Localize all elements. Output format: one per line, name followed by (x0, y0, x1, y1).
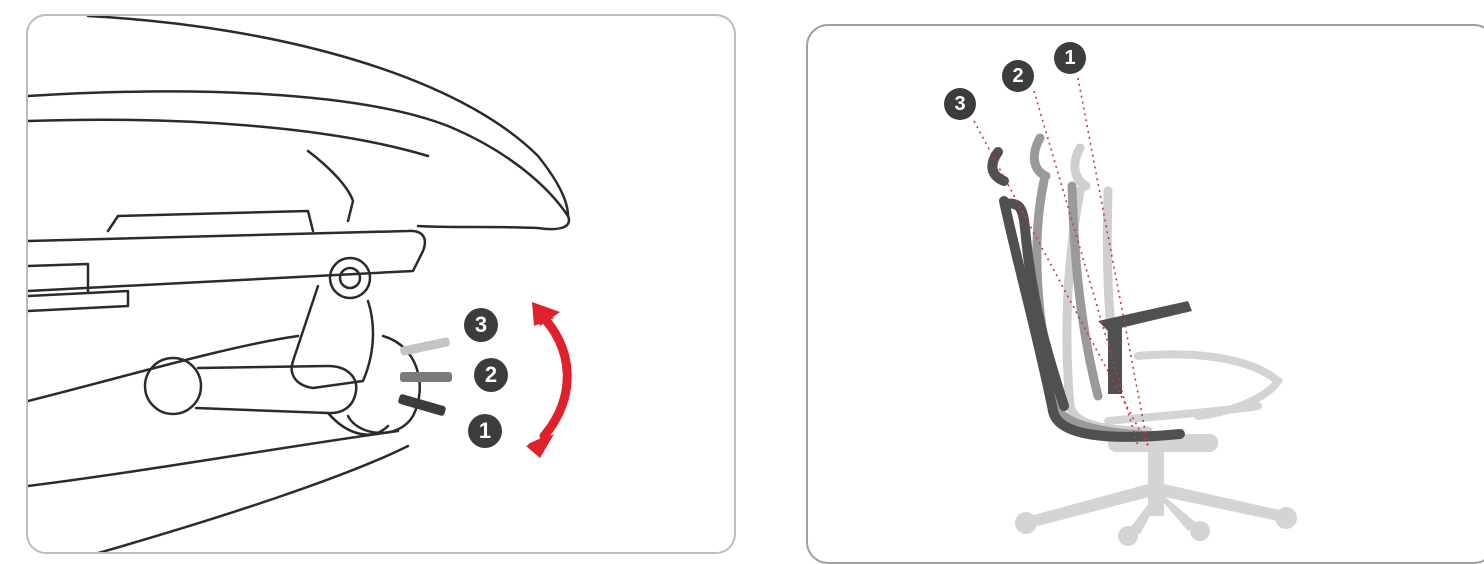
adjustment-arrow-icon (526, 302, 572, 458)
backrest-position-3 (987, 147, 1185, 442)
recline-positions-panel: 3 2 1 (806, 24, 1484, 564)
recline-guide-lines (973, 77, 1149, 447)
position-badge-1: 1 (468, 414, 502, 448)
recline-badge-1: 1 (1054, 42, 1086, 74)
seat-pan-plate (28, 229, 427, 293)
armrest (1098, 301, 1192, 394)
lever-knob (143, 356, 203, 416)
position-badge-3: 3 (464, 308, 498, 342)
seat-bracket (306, 149, 355, 223)
recline-badge-2: 2 (1002, 60, 1034, 92)
chair-base (1015, 434, 1297, 546)
seat-cushion-outline (28, 90, 571, 231)
mechanism-body (290, 284, 375, 390)
pivot-ring (328, 256, 372, 300)
recline-badge-3: 3 (944, 88, 976, 120)
lever-mechanism-illustration (28, 16, 571, 552)
lever-closeup-panel: 3 2 1 (26, 14, 736, 554)
lever-position-2[interactable] (400, 372, 452, 382)
position-badge-2: 2 (474, 358, 508, 392)
lever-arm (194, 364, 358, 415)
seat-top-curve (86, 16, 570, 218)
chair-recline-illustration (973, 77, 1297, 546)
